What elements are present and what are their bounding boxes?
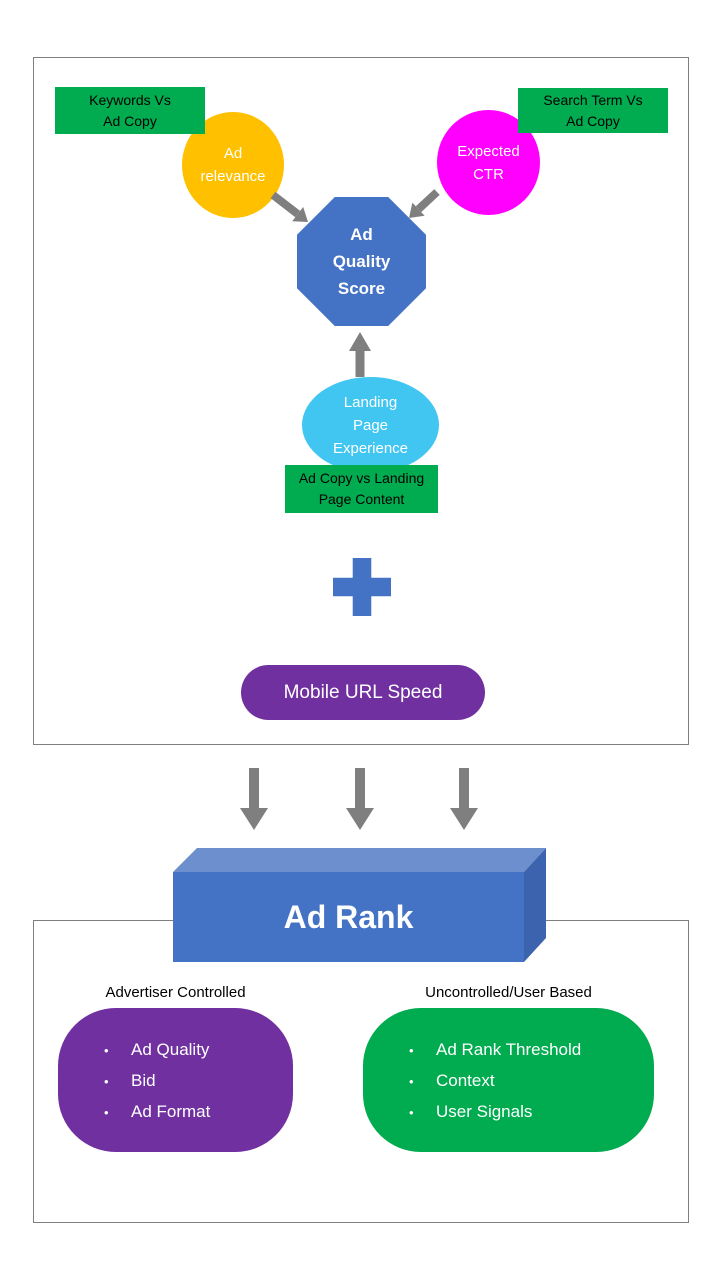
mobile-url-speed-label: Mobile URL Speed bbox=[283, 681, 443, 703]
list-item-label: Bid bbox=[131, 1071, 156, 1090]
list-item: • Ad Rank Threshold bbox=[409, 1035, 644, 1066]
list-item-label: Ad Format bbox=[131, 1102, 211, 1121]
landing-page-line3: Experience bbox=[332, 439, 409, 457]
list-item-label: Ad Quality bbox=[131, 1040, 210, 1059]
arrow-down-icon bbox=[346, 768, 374, 830]
search-term-label-line1: Search Term Vs bbox=[543, 91, 643, 108]
ad-rank-3d-box bbox=[173, 848, 546, 962]
quality-score-panel bbox=[33, 57, 689, 745]
ad-quality-score-octagon: Ad Quality Score bbox=[297, 197, 426, 326]
keywords-label-line1: Keywords Vs bbox=[89, 91, 171, 108]
bullet-icon: • bbox=[409, 1105, 414, 1120]
octagon-line2: Quality bbox=[332, 252, 391, 271]
octagon-line3: Score bbox=[337, 279, 386, 298]
bullet-icon: • bbox=[104, 1043, 109, 1058]
arrow-landing-page-icon bbox=[349, 332, 371, 377]
bullet-icon: • bbox=[104, 1105, 109, 1120]
bullet-icon: • bbox=[409, 1074, 414, 1089]
list-item: • User Signals bbox=[409, 1097, 644, 1128]
bullet-icon: • bbox=[104, 1074, 109, 1089]
keywords-vs-ad-copy-label: Keywords Vs Ad Copy bbox=[55, 87, 205, 134]
arrow-down-icon bbox=[450, 768, 478, 830]
uncontrolled-user-based-heading: Uncontrolled/User Based bbox=[425, 983, 592, 1001]
list-item-label: User Signals bbox=[436, 1102, 533, 1121]
ad-relevance-line1: Ad bbox=[223, 145, 243, 162]
list-item: • Context bbox=[409, 1066, 644, 1097]
uncontrolled-user-based-box: • Ad Rank Threshold • Context • User Sig… bbox=[363, 1008, 654, 1152]
arrow-expected-ctr-icon bbox=[409, 189, 440, 218]
uncontrolled-user-based-list: • Ad Rank Threshold • Context • User Sig… bbox=[363, 1008, 654, 1128]
ad-rank-title: Ad Rank bbox=[283, 898, 414, 935]
ad-relevance-circle: Ad relevance bbox=[182, 112, 284, 218]
search-term-label-line2: Ad Copy bbox=[566, 112, 620, 129]
landing-label-line1: Ad Copy vs Landing bbox=[298, 470, 425, 486]
arrow-ad-relevance-icon bbox=[270, 191, 308, 222]
list-item: • Ad Quality bbox=[104, 1035, 283, 1066]
advertiser-controlled-box: • Ad Quality • Bid • Ad Format bbox=[58, 1008, 293, 1152]
keywords-label-line2: Ad Copy bbox=[103, 112, 157, 129]
landing-page-experience-circle: Landing Page Experience bbox=[302, 377, 439, 473]
advertiser-controlled-heading: Advertiser Controlled bbox=[105, 983, 246, 1001]
search-term-vs-ad-copy-label: Search Term Vs Ad Copy bbox=[518, 88, 668, 133]
list-item-label: Ad Rank Threshold bbox=[436, 1040, 582, 1059]
advertiser-controlled-list: • Ad Quality • Bid • Ad Format bbox=[58, 1008, 293, 1128]
landing-page-line1: Landing bbox=[343, 393, 398, 411]
ad-copy-vs-landing-label: Ad Copy vs Landing Page Content bbox=[285, 465, 438, 513]
ad-relevance-line2: relevance bbox=[200, 168, 266, 185]
expected-ctr-line1: Expected bbox=[457, 142, 520, 160]
landing-label-line2: Page Content bbox=[318, 491, 405, 507]
bullet-icon: • bbox=[409, 1043, 414, 1058]
list-item: • Ad Format bbox=[104, 1097, 283, 1128]
list-item-label: Context bbox=[436, 1071, 495, 1090]
list-item: • Bid bbox=[104, 1066, 283, 1097]
mobile-url-speed-pill: Mobile URL Speed bbox=[241, 665, 485, 720]
expected-ctr-line2: CTR bbox=[473, 165, 504, 183]
landing-page-line2: Page bbox=[352, 416, 389, 434]
arrow-down-icon bbox=[240, 768, 268, 830]
octagon-line1: Ad bbox=[350, 225, 373, 244]
